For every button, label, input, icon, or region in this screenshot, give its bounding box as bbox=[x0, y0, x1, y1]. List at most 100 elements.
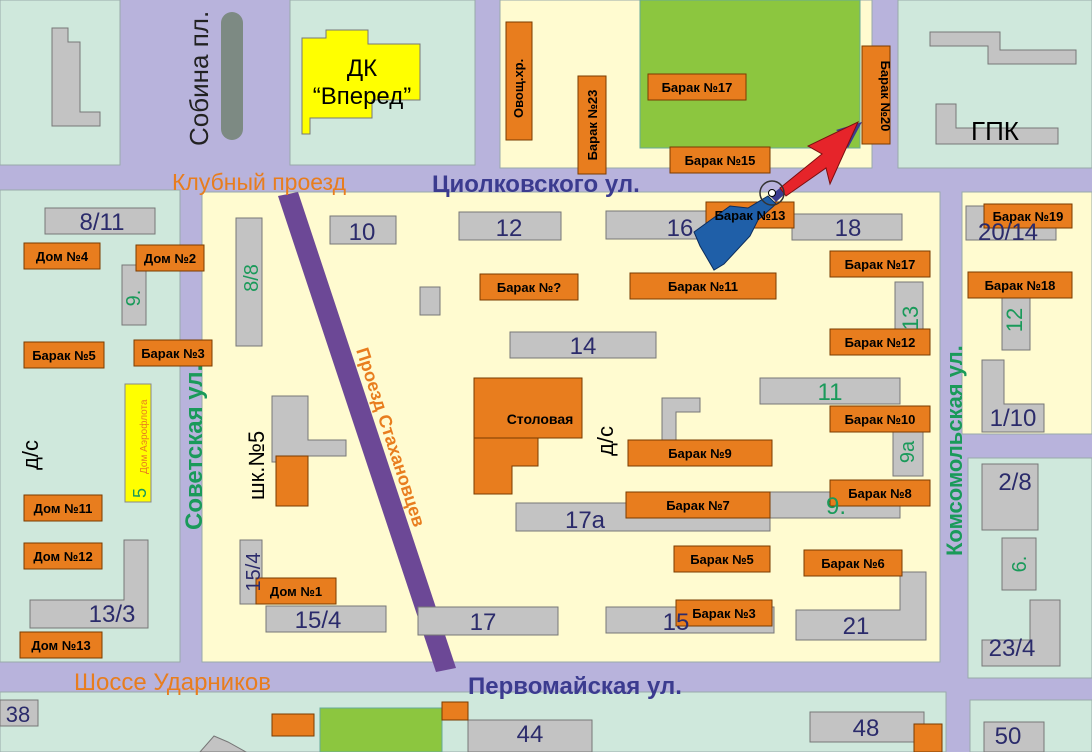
barrack-dom5 bbox=[23, 341, 105, 369]
dk-label-line1: ДК bbox=[347, 55, 377, 82]
kindergarten-center-label: д/с bbox=[593, 426, 618, 456]
barrack-dom12 bbox=[23, 542, 103, 570]
num-21: 21 bbox=[843, 613, 870, 640]
barrack-19 bbox=[983, 203, 1073, 229]
num-9a: 9а bbox=[897, 440, 919, 463]
num-11: 11 bbox=[818, 379, 843, 406]
street-tsiolkovskogo: Циолковского ул. bbox=[432, 171, 640, 198]
label-barrack-unknown: Барак №? bbox=[497, 280, 561, 295]
barrack-dom4 bbox=[23, 242, 101, 270]
num-15-4: 15/4 bbox=[295, 607, 342, 634]
num-13-3: 13/3 bbox=[89, 601, 136, 628]
num-15: 15 bbox=[663, 609, 690, 636]
label-dom1: Дом №1 bbox=[270, 584, 322, 599]
label-barrack-12: Барак №12 bbox=[845, 335, 916, 350]
house-17 bbox=[417, 606, 559, 636]
num-23-4: 23/4 bbox=[989, 635, 1036, 662]
barrack-south-3 bbox=[913, 723, 943, 752]
num-50: 50 bbox=[995, 723, 1022, 750]
house-8-11 bbox=[44, 207, 156, 235]
label-barrack-9: Барак №9 bbox=[668, 446, 732, 461]
house-38 bbox=[0, 699, 39, 727]
gpk-label: ГПК bbox=[971, 116, 1019, 146]
num-13: 13 bbox=[898, 306, 923, 330]
school-5-label: шк.№5 bbox=[244, 431, 269, 500]
barrack-south-1 bbox=[271, 713, 315, 737]
house-18 bbox=[791, 213, 903, 241]
barrack-7 bbox=[625, 491, 771, 519]
house-50 bbox=[983, 721, 1045, 752]
building-ne-top bbox=[929, 31, 1077, 65]
house-44 bbox=[467, 719, 593, 752]
label-dom2: Дом №2 bbox=[144, 251, 196, 266]
house-2-8 bbox=[981, 463, 1039, 531]
aeroflot-label: Дом Аэрофлота bbox=[138, 399, 150, 474]
arrow-head-red bbox=[779, 120, 860, 197]
park-south bbox=[319, 707, 443, 752]
label-barrack-13: Барак №13 bbox=[715, 208, 786, 223]
aeroflot-number: 5 bbox=[130, 488, 150, 498]
location-marker-ring bbox=[759, 180, 785, 206]
label-dom4: Дом №4 bbox=[36, 249, 89, 264]
house-1-10 bbox=[981, 359, 1045, 433]
label-barrack-20: Барак №20 bbox=[878, 61, 893, 132]
barrack-20 bbox=[861, 45, 891, 145]
house-11 bbox=[759, 377, 901, 405]
kindergarten-left-label: д/с bbox=[18, 440, 43, 470]
barrack-5 bbox=[673, 545, 771, 573]
building-nw bbox=[51, 27, 101, 127]
num-12: 12 bbox=[496, 215, 523, 242]
label-dom12: Дом №12 bbox=[33, 549, 92, 564]
barrack-dom2 bbox=[135, 244, 205, 272]
label-barrack-7: Барак №7 bbox=[666, 498, 730, 513]
num-1-10: 1/10 bbox=[990, 405, 1037, 432]
school-5-building bbox=[275, 455, 309, 507]
house-9a bbox=[892, 427, 924, 477]
building-gpk bbox=[935, 103, 1059, 145]
label-dom13: Дом №13 bbox=[31, 638, 90, 653]
barrack-9 bbox=[627, 439, 773, 467]
canteen-wing bbox=[473, 377, 583, 439]
label-barrack-17: Барак №17 bbox=[845, 257, 916, 272]
num-20-14: 20/14 bbox=[978, 219, 1038, 246]
street-klubny: Клубный проезд bbox=[172, 169, 347, 195]
house-south-stub bbox=[199, 735, 248, 752]
house-8-8 bbox=[235, 217, 263, 347]
num-17: 17 bbox=[470, 609, 497, 636]
street-pervomayskaya: Первомайская ул. bbox=[468, 673, 682, 700]
barrack-dom11 bbox=[23, 494, 103, 522]
sobina-square-strip bbox=[221, 12, 243, 140]
num-9c: 9. bbox=[826, 493, 846, 520]
barrack-dom3 bbox=[133, 339, 213, 367]
dk-vpered-building bbox=[301, 29, 421, 135]
barrack-23 bbox=[577, 75, 607, 175]
house-13-3 bbox=[29, 539, 149, 629]
num-2-8: 2/8 bbox=[998, 469, 1031, 496]
stakhanovtsev-road bbox=[278, 192, 456, 672]
dom-aeroflota bbox=[124, 383, 152, 503]
barrack-unknown bbox=[479, 273, 579, 301]
street-sovetskaya: Советская ул. bbox=[181, 365, 208, 530]
num-12-right: 12 bbox=[1002, 308, 1027, 332]
label-barrack-15: Барак №15 bbox=[685, 153, 756, 168]
barrack-12 bbox=[829, 328, 931, 356]
arrow-tail-blue bbox=[693, 195, 777, 271]
num-6: 6. bbox=[1009, 556, 1031, 573]
street-komsomolskaya: Комсомольская ул. bbox=[942, 345, 967, 556]
barrack-17-north bbox=[647, 73, 747, 101]
house-14 bbox=[509, 331, 657, 359]
house-12-right bbox=[1001, 289, 1031, 351]
barrack-3 bbox=[675, 599, 773, 627]
label-barrack-18: Барак №18 bbox=[985, 278, 1056, 293]
num-9: 9. bbox=[123, 290, 145, 307]
direction-arrow bbox=[693, 120, 862, 271]
house-15-4 bbox=[265, 605, 387, 633]
label-barrack-23: Барак №23 bbox=[585, 90, 600, 161]
house-48 bbox=[809, 711, 925, 743]
house-10 bbox=[329, 215, 397, 245]
num-8-8: 8/8 bbox=[241, 264, 263, 292]
house-12 bbox=[458, 211, 562, 241]
barrack-6 bbox=[803, 549, 903, 577]
label-barrack-3: Барак №3 bbox=[692, 606, 756, 621]
